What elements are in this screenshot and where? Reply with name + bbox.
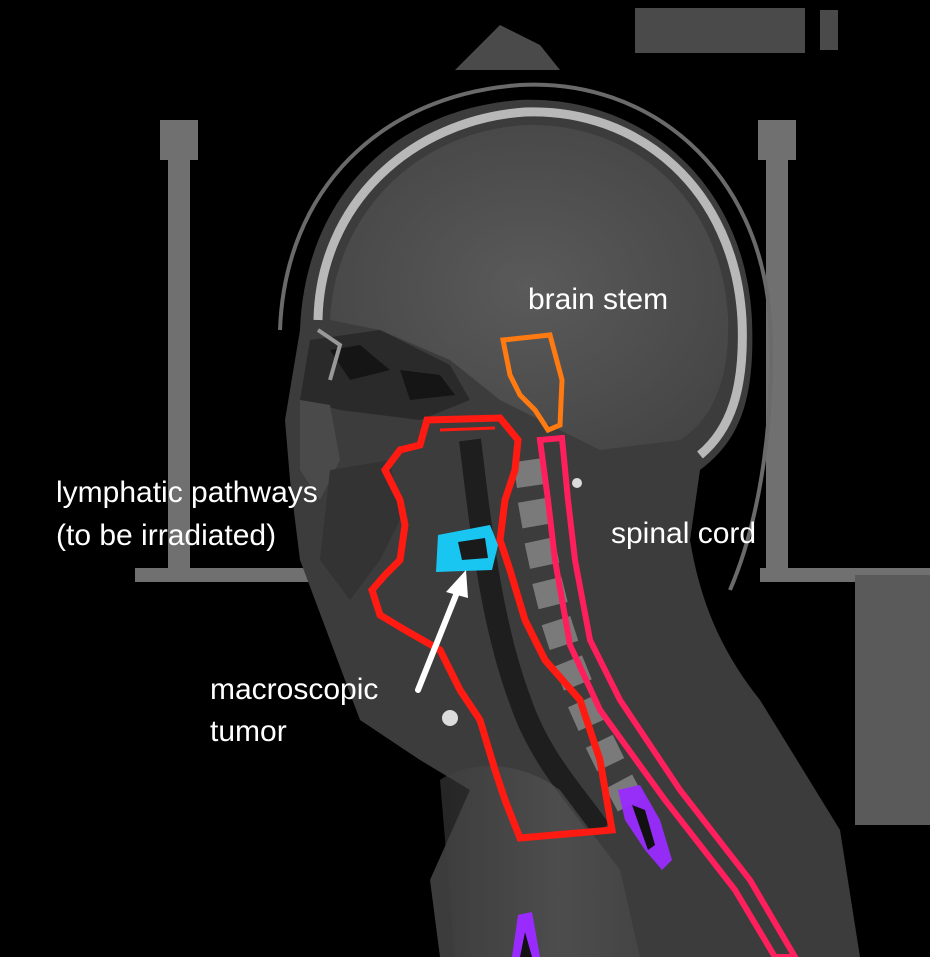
lymphatic-pathways-contour — [368, 414, 617, 842]
skull-outline — [313, 107, 747, 459]
purple-structure-lower-core — [520, 932, 532, 957]
brain-stem-contour — [500, 332, 565, 434]
airway — [459, 438, 610, 837]
lymphatic-pathways-inner — [439, 426, 496, 432]
purple-structure-upper-core — [632, 805, 655, 850]
macroscopic-tumor-core — [458, 538, 488, 560]
purple-structure-lower — [512, 912, 540, 957]
spinal-cord-label: spinal cord — [611, 517, 757, 550]
lymphatic-pathways-label: lymphatic pathways — [56, 476, 318, 509]
lymphatic-pathways-sublabel: (to be irradiated) — [56, 519, 277, 552]
facial-bones — [300, 328, 470, 600]
tumor-label-line2: tumor — [210, 715, 287, 748]
spinal-cord-contour — [536, 434, 799, 957]
tumor-label: macroscopic — [210, 673, 379, 706]
brain — [330, 124, 729, 451]
tumor-arrow — [415, 570, 468, 693]
lower-neck-tissue — [440, 766, 640, 957]
brain-stem-label: brain stem — [528, 283, 669, 316]
mask-shell — [278, 82, 773, 591]
dental-artifacts — [442, 478, 582, 726]
head-frame — [135, 120, 930, 825]
mask-fixation — [455, 8, 838, 70]
